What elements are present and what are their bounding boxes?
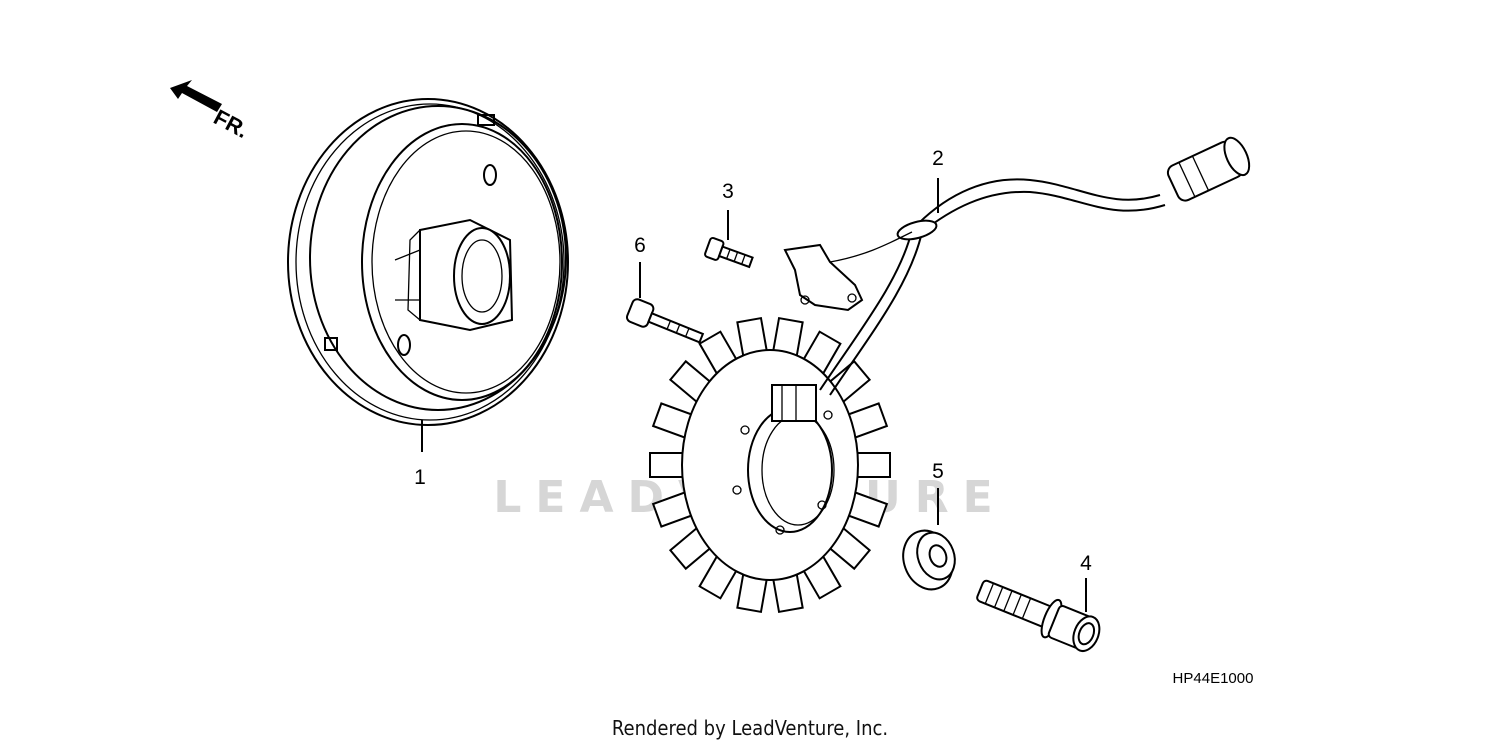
callout-4: 4 [1080,552,1092,575]
socket-bolt-drawing [625,262,705,344]
callout-3: 3 [722,180,734,203]
footer-credit: Rendered by LeadVenture, Inc. [611,716,889,740]
figure-code: HP44E1000 [1173,670,1254,687]
callout-2: 2 [932,147,944,170]
stator-drawing [649,316,891,614]
wire-harness-drawing [783,136,1251,396]
flange-bolt-drawing [976,578,1101,653]
flywheel-drawing [287,98,569,452]
callout-5: 5 [932,460,944,483]
washer-drawing [902,488,956,591]
callout-1: 1 [414,466,426,489]
front-direction-arrow-icon: FR. [170,80,253,143]
callout-6: 6 [634,234,646,257]
small-bolt-drawing [704,210,754,269]
